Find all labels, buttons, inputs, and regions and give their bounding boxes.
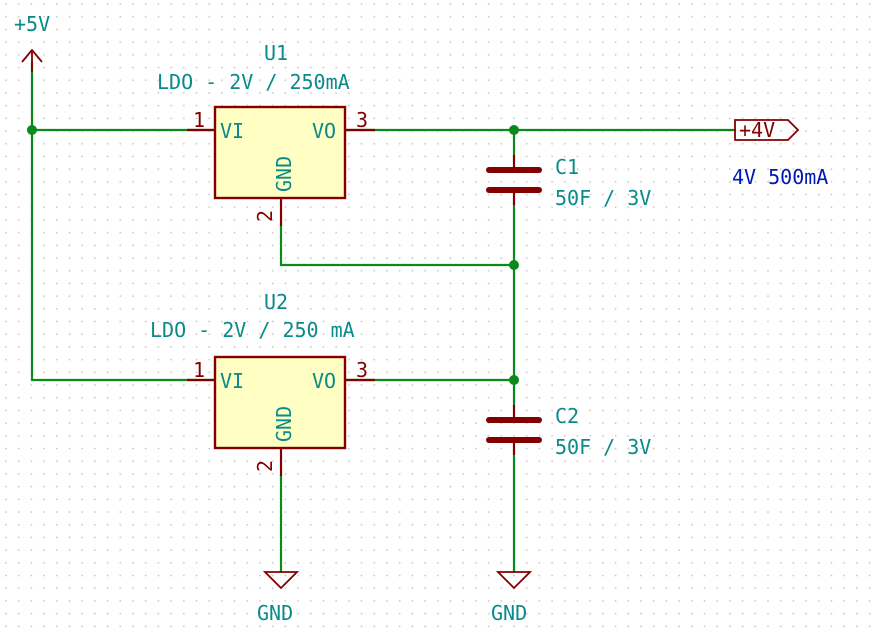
ground-icon	[262, 571, 300, 590]
u2-pin-vi-name: VI	[220, 369, 244, 393]
u1-pin-vo-name: VO	[312, 119, 336, 143]
junction-out	[509, 125, 519, 135]
c2-ref: C2	[555, 404, 579, 428]
regulator-u1[interactable]: U1 LDO - 2V / 250mA 1 3 VI VO GND 2	[157, 41, 375, 226]
junction-mid	[509, 260, 519, 270]
u1-pin-gnd-name: GND	[272, 156, 296, 192]
u1-pin-vi-num: 1	[193, 108, 205, 132]
ground-symbol-left[interactable]: GND	[257, 571, 300, 625]
regulator-u2[interactable]: U2 LDO - 2V / 250 mA 1 3 VI VO GND 2	[150, 290, 375, 476]
u1-pin-vo-num: 3	[356, 108, 368, 132]
u2-body	[213, 355, 347, 450]
ground-symbol-right[interactable]: GND	[491, 571, 533, 625]
power-5v-symbol[interactable]: +5V	[14, 12, 50, 72]
output-label-text: +4V	[739, 118, 775, 142]
junction-5v	[27, 125, 37, 135]
c1-ref: C1	[555, 155, 579, 179]
u1-pin-vi-name: VI	[220, 119, 244, 143]
ground-icon	[495, 571, 533, 590]
ground-right-label: GND	[491, 601, 527, 625]
junction-u2-out	[509, 375, 519, 385]
arrow-up-icon	[21, 48, 43, 63]
u1-value: LDO - 2V / 250mA	[157, 70, 350, 94]
u2-pin-gnd-name: GND	[272, 406, 296, 442]
c2-value: 50F / 3V	[555, 435, 651, 459]
u2-pin-vi-num: 1	[193, 358, 205, 382]
c1-value: 50F / 3V	[555, 186, 651, 210]
capacitor-c2[interactable]: C2 50F / 3V	[486, 404, 651, 459]
u1-body	[213, 105, 347, 200]
wire-u1-gnd	[279, 223, 516, 267]
u2-pin-gnd-num: 2	[253, 460, 277, 472]
u1-ref: U1	[264, 41, 288, 65]
u2-pin-vo-name: VO	[312, 369, 336, 393]
junctions	[27, 125, 519, 385]
u1-pin-gnd-num: 2	[253, 210, 277, 222]
output-flag-icon	[734, 119, 800, 141]
u2-pin-vo-num: 3	[356, 358, 368, 382]
capacitor-c1[interactable]: C1 50F / 3V	[486, 155, 651, 210]
ground-left-label: GND	[257, 601, 293, 625]
u2-ref: U2	[264, 290, 288, 314]
wire-5v-to-u2	[30, 60, 217, 382]
output-label[interactable]: +4V 4V 500mA	[732, 118, 828, 189]
output-note: 4V 500mA	[732, 165, 828, 189]
power-5v-label: +5V	[14, 12, 50, 36]
u2-value: LDO - 2V / 250 mA	[150, 318, 355, 342]
